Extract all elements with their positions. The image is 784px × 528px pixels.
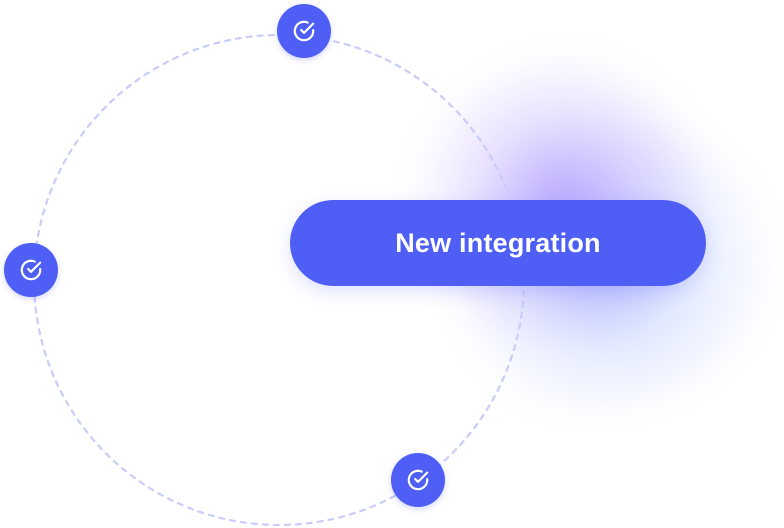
check-badge-top bbox=[277, 4, 331, 58]
new-integration-button[interactable]: New integration bbox=[290, 200, 706, 286]
check-circle-icon bbox=[20, 259, 42, 281]
check-circle-icon bbox=[293, 20, 315, 42]
check-badge-bottom bbox=[391, 453, 445, 507]
check-badge-left bbox=[4, 243, 58, 297]
check-circle-icon bbox=[407, 469, 429, 491]
